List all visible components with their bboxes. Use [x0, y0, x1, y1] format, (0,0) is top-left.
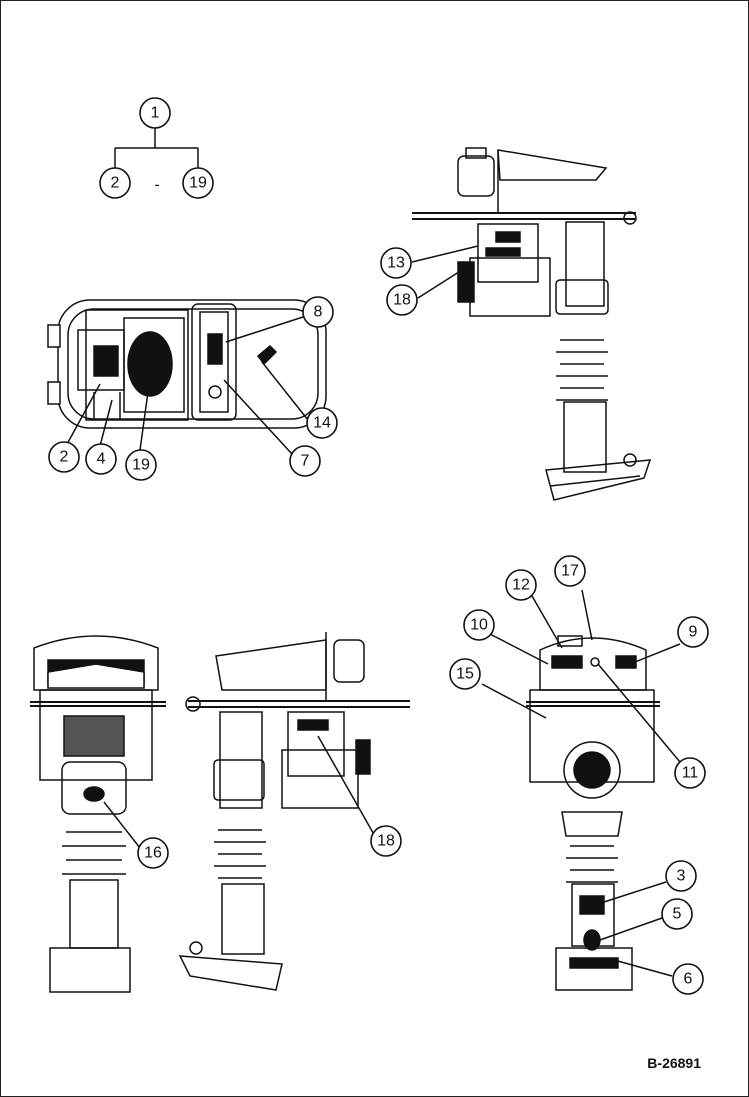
callout-14-circle	[306, 407, 338, 439]
callout-17: 17	[561, 563, 579, 580]
callout-18a-circle	[386, 284, 418, 316]
callout-2-circle	[99, 167, 131, 199]
label-3-decal	[579, 895, 605, 915]
callout-12-circle	[505, 569, 537, 601]
callout-9: 9	[689, 624, 698, 641]
callout-5: 5	[673, 906, 682, 923]
callout-3: 3	[677, 868, 686, 885]
callout-6-circle	[672, 963, 704, 995]
callout-4: 4	[97, 451, 106, 468]
label-5-decal	[583, 929, 601, 951]
callout-1: 1	[151, 105, 160, 122]
callout-13: 13	[387, 255, 405, 272]
label-16-decal	[83, 786, 105, 802]
callout-19: 19	[189, 175, 207, 192]
callout-2b-circle	[48, 441, 80, 473]
callout-7: 7	[301, 453, 310, 470]
callout-18b-circle	[370, 825, 402, 857]
callout-15: 15	[456, 666, 474, 683]
callout-5-circle	[661, 898, 693, 930]
callout-10: 10	[470, 617, 488, 634]
callout-11-circle	[674, 757, 706, 789]
callout-16: 16	[144, 845, 162, 862]
callout-2: 2	[111, 175, 120, 192]
callout-16-circle	[137, 837, 169, 869]
callout-9-circle	[677, 616, 709, 648]
callout-19-circle	[182, 167, 214, 199]
callout-18-upper: 18	[393, 292, 411, 309]
callout-18-lower: 18	[377, 833, 395, 850]
callout-8: 8	[314, 304, 323, 321]
callout-13-circle	[380, 247, 412, 279]
callout-11: 11	[682, 765, 699, 782]
callout-17-circle	[554, 555, 586, 587]
label-19-decal	[127, 331, 173, 397]
callout-10-circle	[463, 609, 495, 641]
callout-1-circle	[139, 97, 171, 129]
callout-3-circle	[665, 860, 697, 892]
callout-7-circle	[289, 445, 321, 477]
callout-6: 6	[684, 971, 693, 988]
callout-15-circle	[449, 658, 481, 690]
callout-2-top-view: 2	[60, 449, 69, 466]
callout-8-circle	[302, 296, 334, 328]
drawing-code: B-26891	[647, 1055, 701, 1071]
top-view-machine	[47, 299, 327, 429]
front-view-machine	[526, 635, 660, 991]
callout-19-top-view: 19	[132, 457, 150, 474]
side-view-upper-machine	[412, 147, 652, 501]
callout-tree	[114, 128, 199, 168]
rear-view-machine	[30, 635, 166, 993]
callout-19b-circle	[125, 449, 157, 481]
callout-4-circle	[85, 443, 117, 475]
side-view-lower-machine	[178, 632, 410, 991]
range-dash: -	[154, 177, 159, 194]
callout-12: 12	[512, 577, 530, 594]
callout-14: 14	[313, 415, 331, 432]
